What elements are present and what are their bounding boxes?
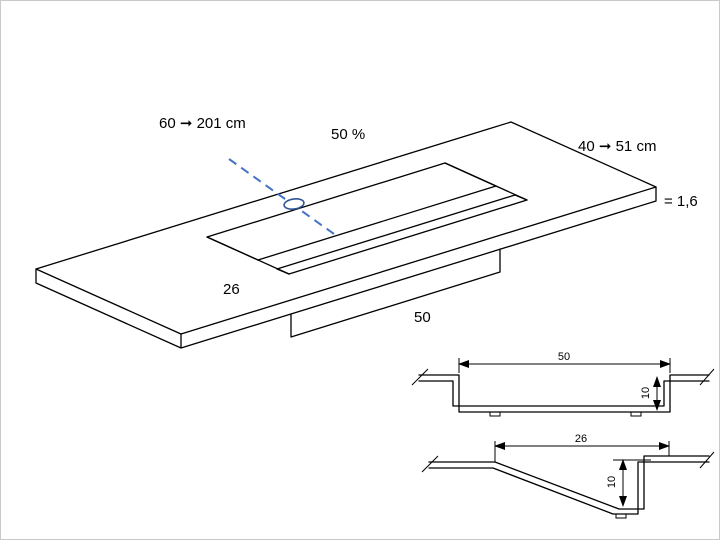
section1-support-tabs — [489, 412, 642, 417]
basin-ramp-left-edge — [206, 236, 259, 261]
label-dim-50: 50 — [414, 309, 431, 326]
basin-ramp-base-line — [257, 185, 497, 261]
section1-depth-value: 10 — [640, 387, 652, 399]
section1-profile-outer — [418, 374, 710, 413]
section1-profile-inner — [418, 380, 710, 407]
countertop-edge-thickness — [35, 186, 657, 349]
section1-width-value: 50 — [558, 351, 570, 363]
section2-profile-inner — [428, 461, 710, 515]
label-ratio-value: = 1,6 — [664, 193, 698, 210]
faucet-axis-dashed-line — [228, 158, 335, 235]
section2-break-ticks — [421, 451, 715, 473]
basin-underside-box — [290, 248, 501, 338]
basin-ramp-right-edge — [444, 162, 497, 187]
countertop-top-face — [35, 121, 657, 335]
section2-depth-value: 10 — [606, 476, 618, 488]
label-length-range: 60 ➞ 201 cm — [159, 115, 246, 132]
label-percent: 50 % — [331, 126, 365, 143]
faucet-hole-ellipse — [283, 198, 305, 210]
section2-profile-outer — [428, 455, 710, 510]
basin-channel-bottom-line — [276, 194, 528, 275]
label-width-range: 40 ➞ 51 cm — [578, 138, 656, 155]
section1-break-ticks — [411, 368, 715, 386]
isometric-countertop: 60 ➞ 201 cm 50 % 40 ➞ 51 cm = 1,6 26 50 — [35, 115, 698, 349]
cross-section-channel: 50 10 — [411, 351, 715, 417]
label-dim-26: 26 — [223, 281, 240, 298]
cross-section-slope: 26 10 — [421, 433, 715, 519]
section2-width-value: 26 — [575, 433, 587, 445]
basin-recess — [206, 162, 528, 275]
section2-support-tab — [615, 514, 627, 519]
